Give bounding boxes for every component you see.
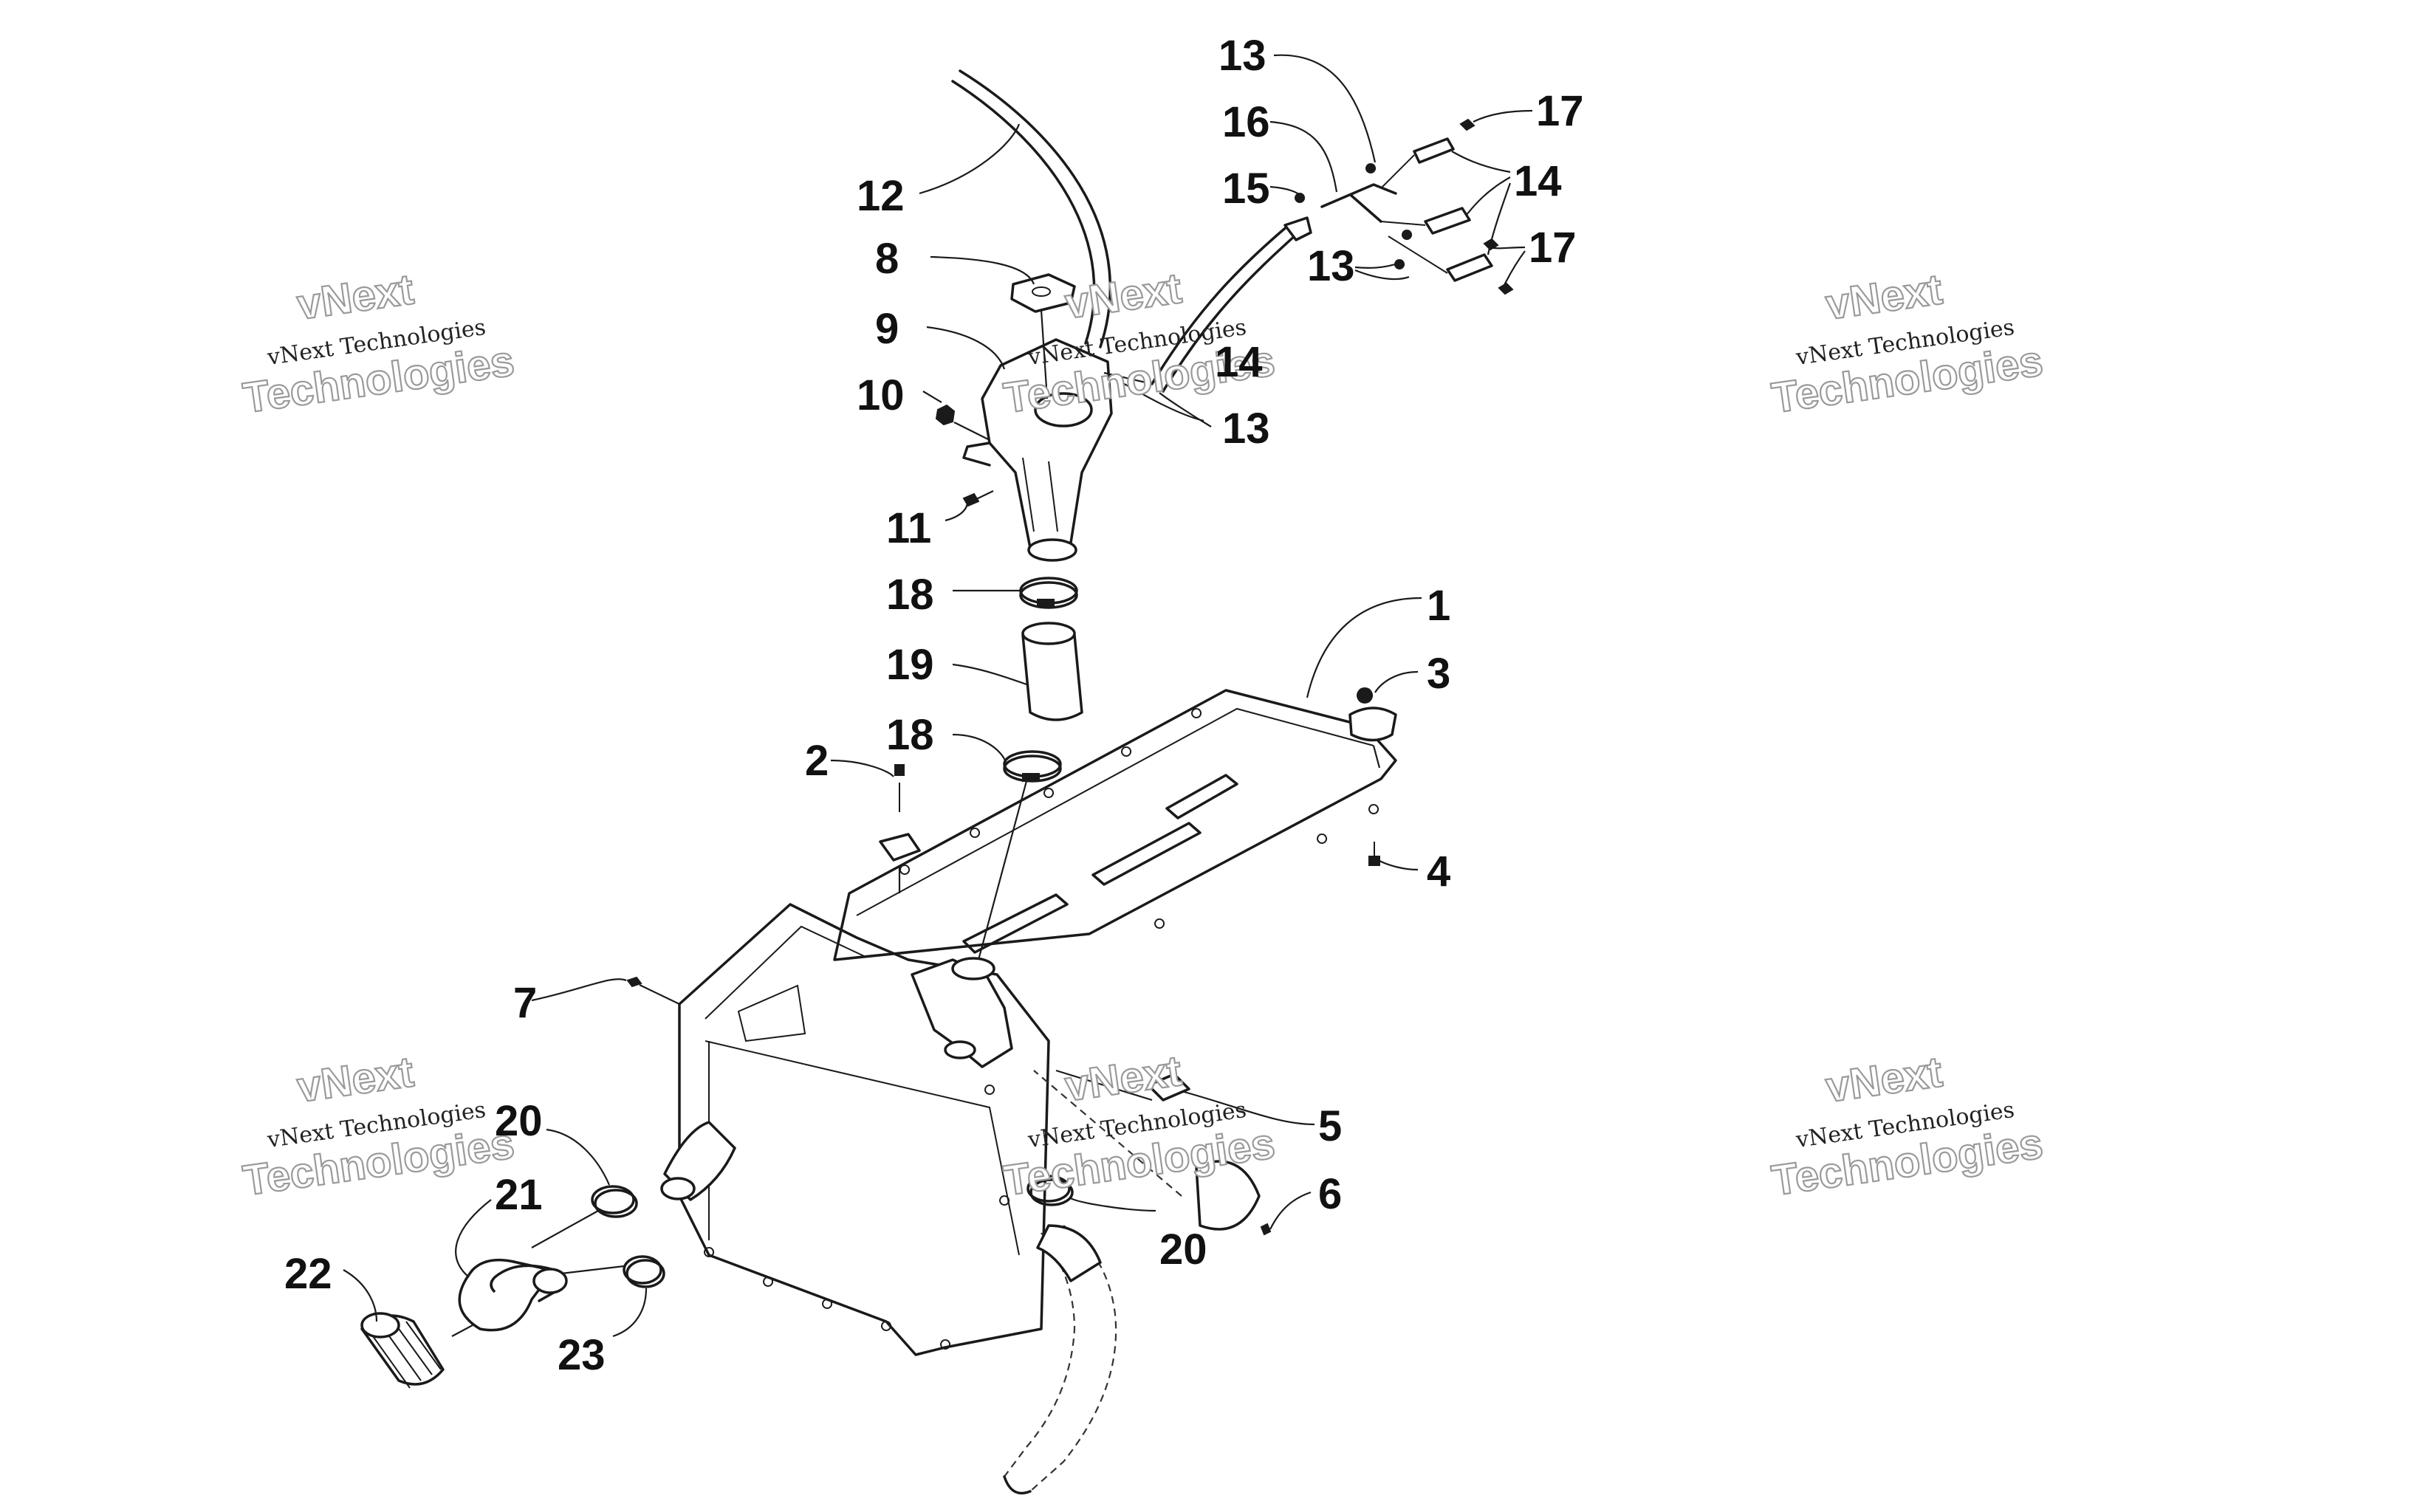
filler-neck — [962, 338, 1113, 562]
watermark-top: vNext — [1062, 1047, 1184, 1110]
coupler-hose — [360, 1312, 473, 1389]
callout-17-top: 17 — [1536, 87, 1584, 135]
callout-21: 21 — [495, 1171, 543, 1219]
hose-clamp-left — [591, 1121, 736, 1218]
watermark-top: vNext — [294, 265, 416, 329]
callout-1: 1 — [1427, 582, 1450, 630]
leader-lines — [343, 54, 1533, 1338]
callout-18-bottom: 18 — [886, 711, 934, 759]
callout-10: 10 — [857, 371, 905, 419]
callout-9: 9 — [875, 305, 899, 353]
heat-exchanger-plate — [833, 689, 1397, 961]
coolant-hose-short — [1021, 622, 1083, 721]
front-housing — [678, 903, 1050, 1356]
tee-fitting-assembly — [1295, 118, 1514, 295]
callout-17-bottom: 17 — [1529, 224, 1577, 272]
callout-15: 15 — [1222, 165, 1270, 213]
callout-14-right: 14 — [1514, 157, 1562, 205]
watermark-top: vNext — [1823, 1048, 1944, 1111]
callout-11: 11 — [886, 504, 931, 552]
watermark-bottom-center: vNext vNext Technologies Technologies — [1000, 1046, 1278, 1206]
callout-13-middle: 13 — [1307, 242, 1355, 290]
watermark-bottom-left: vNext vNext Technologies Technologies — [239, 1047, 518, 1206]
watermark-top: vNext — [294, 1048, 416, 1111]
elbow-hose — [458, 1258, 568, 1332]
radiator-hose — [1003, 1175, 1117, 1495]
callout-8: 8 — [875, 235, 899, 283]
filler-cap — [1010, 273, 1076, 399]
callout-labels: 1 2 3 4 5 6 7 8 9 10 11 12 13 13 13 14 1… — [284, 32, 1584, 1379]
callout-12: 12 — [857, 172, 905, 220]
callout-5: 5 — [1318, 1102, 1342, 1150]
fasteners — [626, 404, 1397, 1236]
callout-22: 22 — [284, 1250, 332, 1298]
callout-7: 7 — [513, 979, 537, 1027]
callout-6: 6 — [1318, 1170, 1342, 1218]
callout-20-left: 20 — [495, 1097, 543, 1145]
callout-19: 19 — [886, 641, 934, 689]
watermark-top: vNext — [1062, 264, 1184, 328]
callout-13-top: 13 — [1218, 32, 1266, 80]
callout-20-right: 20 — [1159, 1226, 1207, 1274]
vent-hose — [1103, 216, 1312, 393]
hose-clamp-upper — [1019, 577, 1078, 609]
callout-2: 2 — [805, 737, 829, 785]
watermark-bottom-right: vNext vNext Technologies Technologies — [1768, 1047, 2046, 1206]
hose-clamp-small — [531, 1210, 665, 1288]
hose-clamp-lower — [977, 750, 1062, 961]
callout-18-top: 18 — [886, 571, 934, 619]
watermark-top-left: vNext vNext Technologies Technologies — [239, 264, 518, 423]
callout-14-left: 14 — [1215, 338, 1263, 386]
callout-16: 16 — [1222, 98, 1270, 146]
overflow-hose — [951, 69, 1112, 348]
watermark-top-right: vNext vNext Technologies Technologies — [1768, 264, 2046, 423]
callout-23: 23 — [558, 1331, 606, 1379]
watermark-top: vNext — [1823, 265, 1944, 329]
callout-4: 4 — [1427, 848, 1450, 896]
callout-3: 3 — [1427, 650, 1450, 698]
callout-13-lower: 13 — [1222, 405, 1270, 453]
